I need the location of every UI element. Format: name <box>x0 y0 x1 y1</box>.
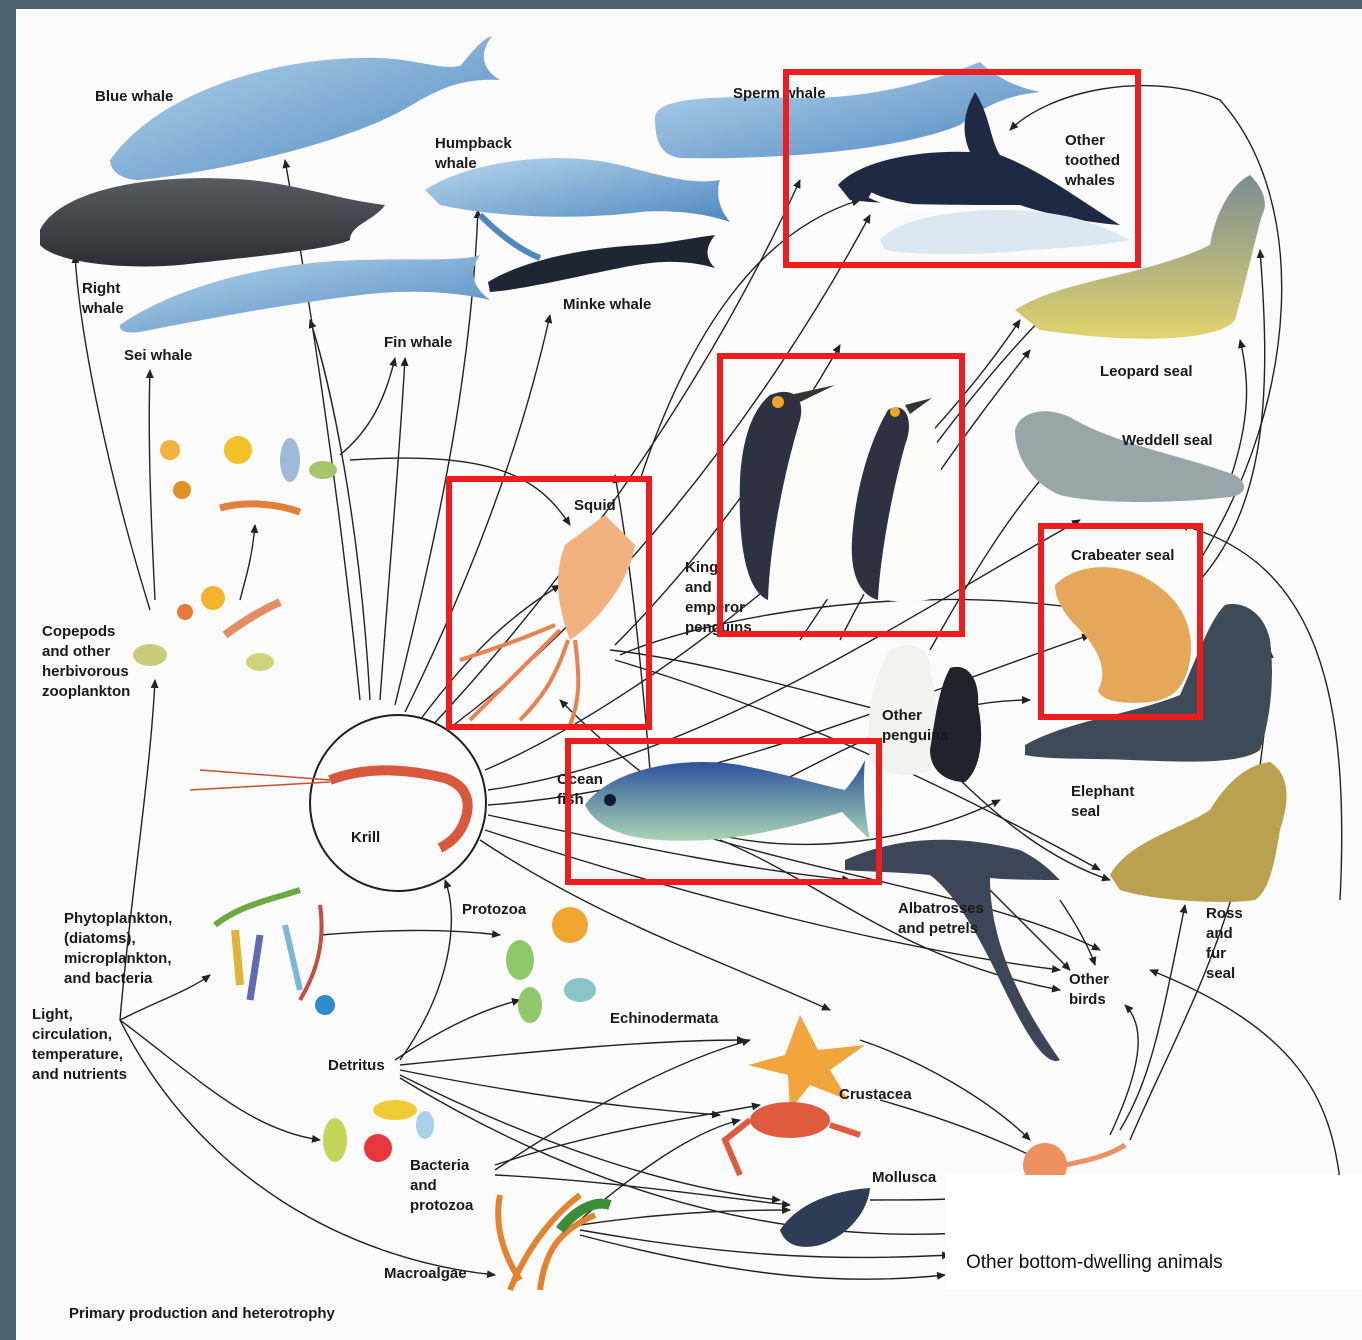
phytoplankton-figures <box>215 890 335 1015</box>
label-crustacea: Crustacea <box>839 1086 912 1103</box>
label-other-toothed-whales: Other toothed whales <box>1064 132 1124 189</box>
king-emperor-penguins-figure <box>740 385 947 602</box>
diagram-labels: Blue whale Right whale Sei whale Fin wha… <box>32 85 1247 1322</box>
fin-whale-figure <box>120 255 490 332</box>
label-detritus: Detritus <box>328 1057 385 1074</box>
krill-node <box>190 715 486 891</box>
label-squid: Squid <box>574 497 616 514</box>
highlight-box-squid <box>449 479 649 727</box>
squid-figure <box>460 515 635 725</box>
label-krill: Krill <box>351 829 380 846</box>
label-light-nutrients: Light, circulation, temperature, and nut… <box>32 1006 127 1083</box>
bacteria-figures <box>323 1100 434 1162</box>
macroalgae-figures <box>498 1195 610 1290</box>
minke-whale-figure <box>488 235 715 292</box>
label-protozoa: Protozoa <box>462 901 527 918</box>
mollusc-figure <box>780 1188 870 1247</box>
label-mollusca: Mollusca <box>872 1169 937 1186</box>
label-elephant-seal: Elephant seal <box>1071 783 1139 820</box>
weddell-seal-figure <box>1015 411 1244 502</box>
label-sei-whale: Sei whale <box>124 347 192 364</box>
crabeater-seal-figure <box>1055 567 1191 703</box>
footer-caption: Primary production and heterotrophy <box>69 1305 336 1322</box>
label-fin-whale: Fin whale <box>384 334 452 351</box>
label-other-birds: Other birds <box>1069 971 1113 1008</box>
label-bacteria-protozoa: Bacteria and protozoa <box>410 1157 474 1214</box>
label-crabeater-seal: Crabeater seal <box>1071 547 1174 564</box>
label-echinodermata: Echinodermata <box>610 1010 719 1027</box>
label-minke-whale: Minke whale <box>563 296 651 313</box>
label-ross-fur-seal: Ross and fur seal <box>1206 905 1247 982</box>
label-weddell-seal: Weddell seal <box>1122 432 1213 449</box>
right-whale-figure <box>40 178 385 266</box>
ocean-fish-figure <box>585 760 870 841</box>
zooplankton-figures <box>133 436 337 671</box>
crab-figure <box>725 1102 860 1175</box>
label-macroalgae: Macroalgae <box>384 1265 467 1282</box>
label-blue-whale: Blue whale <box>95 88 173 105</box>
label-copepods: Copepods and other herbivorous zooplankt… <box>42 623 133 700</box>
label-right-whale: Right whale <box>81 280 125 317</box>
label-leopard-seal: Leopard seal <box>1100 363 1193 380</box>
label-bottom-dwelling-animals: Other bottom-dwelling animals <box>966 1252 1223 1273</box>
protozoa-figures <box>506 907 596 1023</box>
label-sperm-whale: Sperm whale <box>733 85 826 102</box>
label-phytoplankton: Phytoplankton, (diatoms), microplankton,… <box>64 910 177 987</box>
